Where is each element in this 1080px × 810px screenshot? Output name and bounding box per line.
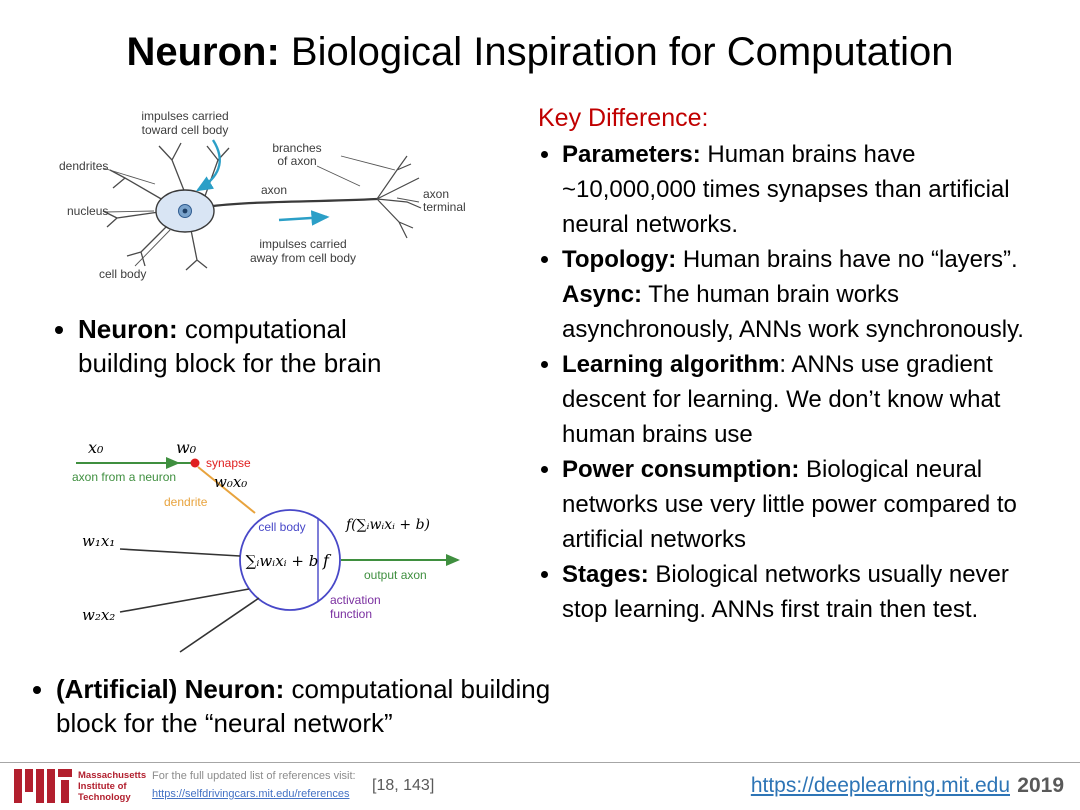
- label-dendrite: dendrite: [164, 495, 208, 509]
- references-note: For the full updated list of references …: [152, 770, 356, 782]
- label-branches-line1: branches: [272, 141, 321, 155]
- label-nucleus: nucleus: [67, 204, 108, 218]
- label-output-axon: output axon: [364, 568, 427, 582]
- label-activation-line1: activation: [330, 593, 381, 607]
- input-w2-line: [119, 588, 250, 613]
- label-cell-body: cell body: [258, 520, 305, 534]
- impulse-toward-arrow: [195, 139, 221, 192]
- list-item-topology: Topology: Human brains have no “layers”.…: [562, 242, 1053, 347]
- label-axon-from-neuron: axon from a neuron: [72, 470, 176, 484]
- input-extra-line: [179, 597, 260, 653]
- title-bold: Neuron:: [126, 30, 280, 74]
- references-link[interactable]: https://selfdrivingcars.mit.edu/referenc…: [152, 788, 350, 800]
- label-axon-terminals-line2: terminals: [423, 200, 465, 214]
- title-rest: Biological Inspiration for Computation: [279, 30, 954, 74]
- cell-body-circle: [239, 509, 341, 611]
- artificial-neuron-bullet-text: computational building block for the “ne…: [56, 674, 551, 738]
- list-item-artificial-neuron: (Artificial) Neuron: computational build…: [56, 672, 556, 740]
- label-w0x0: w₀x₀: [214, 473, 247, 491]
- learning-text: : ANNs use gradient descent for learning…: [562, 351, 1001, 448]
- list-item-learning-algorithm: Learning algorithm: ANNs use gradient de…: [562, 347, 1053, 452]
- year: 2019: [1017, 774, 1064, 797]
- label-axon-terminals-line1: axon: [423, 187, 449, 201]
- stages-text: Biological networks usually never stop l…: [562, 561, 1009, 623]
- power-text: Biological neural networks use very litt…: [562, 456, 1017, 553]
- label-w1x1: w₁x₁: [82, 532, 115, 550]
- async-text: The human brain works asynchronously, AN…: [562, 281, 1024, 343]
- label-synapse: synapse: [206, 456, 251, 470]
- page-title: Neuron: Biological Inspiration for Compu…: [0, 30, 1080, 75]
- list-item-stages: Stages: Biological networks usually neve…: [562, 557, 1053, 627]
- label-cell-body: cell body: [99, 267, 146, 281]
- parameters-bold: Parameters:: [562, 141, 701, 168]
- input-w1-line: [119, 548, 241, 557]
- key-difference-heading: Key Difference:: [538, 104, 709, 132]
- label-sum-formula: ∑ᵢwᵢxᵢ + b: [246, 552, 319, 570]
- label-dendrites: dendrites: [59, 159, 108, 173]
- label-x0: x₀: [88, 438, 104, 457]
- key-differences-list: Parameters: Human brains have ~10,000,00…: [538, 137, 1053, 627]
- label-output-formula: f(∑ᵢwᵢxᵢ + b): [345, 517, 430, 533]
- references-block: For the full updated list of references …: [152, 769, 356, 802]
- biological-neuron-diagram: impulses carried toward cell body dendri…: [59, 109, 465, 281]
- dendrite-line: [197, 466, 256, 514]
- power-bold: Power consumption:: [562, 456, 800, 483]
- footer: Massachusetts Institute of Technology Fo…: [0, 762, 1080, 810]
- topology-text: Human brains have no “layers”.: [676, 246, 1018, 273]
- list-item-power-consumption: Power consumption: Biological neural net…: [562, 452, 1053, 557]
- label-branches-line2: of axon: [277, 154, 316, 168]
- synapse-dot: [190, 458, 200, 468]
- async-bold: Async:: [562, 281, 643, 308]
- label-impulses-toward-line1: impulses carried: [141, 109, 228, 123]
- learning-bold: Learning algorithm: [562, 351, 780, 378]
- impulse-away-arrow: [278, 210, 330, 226]
- mit-name: Massachusetts Institute of Technology: [78, 770, 146, 803]
- axon-line: [212, 197, 378, 208]
- mit-name-line1: Massachusetts: [78, 770, 147, 781]
- label-axon: axon: [261, 183, 287, 197]
- mit-logo: [14, 769, 72, 803]
- neuron-bullet-bold: Neuron:: [78, 314, 178, 344]
- label-w2x2: w₂x₂: [82, 606, 115, 624]
- artificial-neuron-bullet-list: (Artificial) Neuron: computational build…: [56, 672, 556, 740]
- topology-bold: Topology:: [562, 246, 677, 273]
- label-impulses-away-line1: impulses carried: [259, 237, 346, 251]
- axon-terminal-branches: [376, 155, 422, 239]
- label-impulses-away-line2: away from cell body: [250, 251, 356, 265]
- artificial-neuron-diagram: x₀ w₀ synapse axon from a neuron w₀x₀ de…: [72, 438, 460, 653]
- list-item-parameters: Parameters: Human brains have ~10,000,00…: [562, 137, 1053, 242]
- list-item-neuron: Neuron: computational building block for…: [78, 312, 428, 380]
- neuron-bullet-list: Neuron: computational building block for…: [78, 312, 428, 380]
- neuron-bullet-text: computational building block for the bra…: [78, 314, 382, 378]
- label-activation-line2: function: [330, 607, 372, 621]
- leader-lines: [102, 155, 420, 267]
- mit-name-line3: Technology: [78, 792, 131, 803]
- key-differences-section: Key Difference: Parameters: Human brains…: [538, 102, 1053, 627]
- label-w0: w₀: [176, 438, 197, 457]
- citation: [18, 143]: [372, 777, 435, 794]
- stages-bold: Stages:: [562, 561, 649, 588]
- artificial-neuron-bullet-bold: (Artificial) Neuron:: [56, 674, 285, 704]
- parameters-text: Human brains have ~10,000,000 times syna…: [562, 141, 1010, 238]
- label-f: f: [322, 551, 332, 570]
- mit-name-line2: Institute of: [78, 781, 127, 792]
- label-impulses-toward-line2: toward cell body: [142, 123, 229, 137]
- nucleolus-dot: [182, 208, 188, 214]
- deeplearning-link[interactable]: https://deeplearning.mit.edu: [750, 774, 1010, 797]
